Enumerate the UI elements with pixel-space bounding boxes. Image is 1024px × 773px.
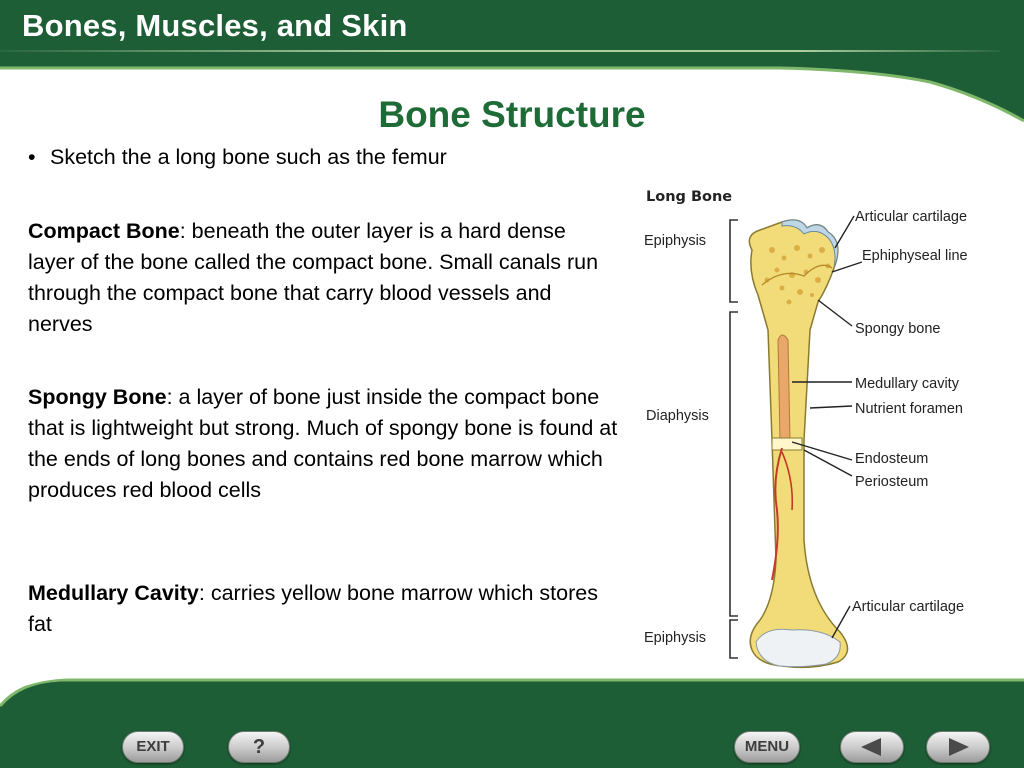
previous-button[interactable] bbox=[840, 731, 904, 763]
arrow-right-icon bbox=[949, 738, 969, 756]
definition-compact-bone: : beneath the outer layer is a hard dens… bbox=[28, 219, 599, 336]
label-medullary-cavity: Medullary cavity bbox=[855, 376, 960, 392]
label-pointers bbox=[791, 215, 863, 639]
help-button[interactable]: ? bbox=[228, 731, 290, 763]
term-compact-bone: Compact Bone bbox=[28, 219, 180, 243]
label-endosteum: Endosteum bbox=[855, 451, 928, 467]
paragraph-medullary-cavity: Medullary Cavity: carries yellow bone ma… bbox=[28, 578, 618, 640]
arrow-left-icon bbox=[861, 738, 881, 756]
label-epiphysis-top: Epiphysis bbox=[644, 233, 706, 249]
paragraph-spongy-bone: Spongy Bone: a layer of bone just inside… bbox=[28, 382, 618, 506]
paragraph-compact-bone: Compact Bone: beneath the outer layer is… bbox=[28, 216, 618, 340]
label-periosteum: Periosteum bbox=[855, 474, 928, 490]
label-spongy-bone: Spongy bone bbox=[855, 321, 940, 337]
label-epiphysis-bottom: Epiphysis bbox=[644, 630, 706, 646]
menu-button[interactable]: MENU bbox=[734, 731, 800, 763]
label-articular-cartilage-bottom: Articular cartilage bbox=[852, 599, 964, 615]
bullet-dot-icon: • bbox=[28, 145, 36, 169]
slide-title: Bone Structure bbox=[378, 94, 646, 135]
bullet-text: Sketch the a long bone such as the femur bbox=[50, 145, 447, 169]
term-medullary-cavity: Medullary Cavity bbox=[28, 581, 199, 605]
label-diaphysis: Diaphysis bbox=[646, 408, 709, 424]
label-articular-cartilage-top: Articular cartilage bbox=[855, 209, 967, 225]
label-epiphyseal-line: Ephiphyseal line bbox=[862, 248, 968, 264]
next-button[interactable] bbox=[926, 731, 990, 763]
definition-spongy-bone: : a layer of bone just inside the compac… bbox=[28, 385, 618, 502]
term-spongy-bone: Spongy Bone bbox=[28, 385, 167, 409]
content-top-edge bbox=[0, 66, 1024, 126]
definition-medullary-cavity: : carries yellow bone marrow which store… bbox=[28, 581, 598, 636]
header-divider bbox=[0, 50, 1000, 52]
label-nutrient-foramen: Nutrient foramen bbox=[855, 401, 963, 417]
diagram-title: Long Bone bbox=[646, 189, 732, 205]
long-bone-diagram: Long Bone Epiphysis Diaphysis Epiphysis bbox=[632, 180, 1000, 672]
bullet-item: • Sketch the a long bone such as the femu… bbox=[28, 145, 447, 170]
chapter-title: Bones, Muscles, and Skin bbox=[22, 8, 408, 43]
region-brackets bbox=[729, 219, 738, 659]
exit-button[interactable]: EXIT bbox=[122, 731, 184, 763]
